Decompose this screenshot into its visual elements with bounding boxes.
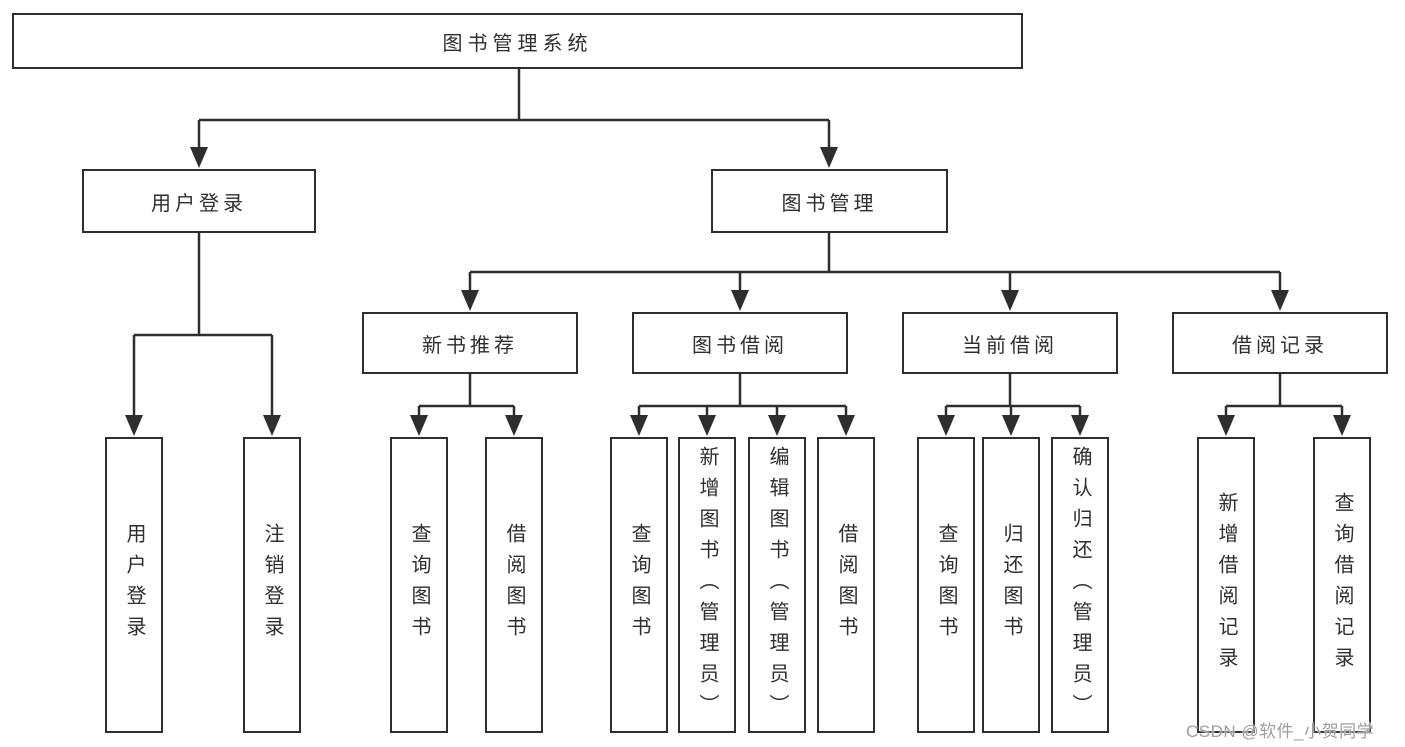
leaf-add-books-admin: 新增图书（管理员） — [678, 437, 736, 733]
node-label: 借阅图书 — [835, 523, 857, 647]
leaf-borrow-books-2: 借阅图书 — [817, 437, 875, 733]
node-current-borrowing: 当前借阅 — [902, 312, 1118, 374]
leaf-query-books-1: 查询图书 — [390, 437, 448, 733]
node-label: 查询图书 — [628, 523, 650, 647]
node-new-book-recommend: 新书推荐 — [362, 312, 578, 374]
node-label: 图书管理系统 — [442, 32, 593, 55]
leaf-logout: 注销登录 — [243, 437, 301, 733]
node-borrowing-records: 借阅记录 — [1172, 312, 1388, 374]
node-label: 注销登录 — [261, 523, 283, 647]
leaf-confirm-return-admin: 确认归还（管理员） — [1051, 437, 1109, 733]
node-label: 图书借阅 — [692, 334, 788, 357]
node-label: 新增图书（管理员） — [696, 445, 718, 725]
node-label: 用户登录 — [151, 192, 247, 215]
node-book-borrowing: 图书借阅 — [632, 312, 848, 374]
node-label: 用户登录 — [123, 523, 145, 647]
node-label: 确认归还（管理员） — [1069, 445, 1091, 725]
node-label: 归还图书 — [1000, 523, 1022, 647]
node-library-management-system: 图书管理系统 — [12, 13, 1023, 69]
leaf-query-borrow-record: 查询借阅记录 — [1313, 437, 1371, 733]
node-label: 查询图书 — [935, 523, 957, 647]
node-label: 当前借阅 — [962, 334, 1058, 357]
leaf-user-login: 用户登录 — [105, 437, 163, 733]
node-label: 查询借阅记录 — [1331, 492, 1353, 678]
node-label: 编辑图书（管理员） — [766, 445, 788, 725]
node-label: 图书管理 — [781, 192, 878, 215]
node-user-login: 用户登录 — [82, 169, 316, 233]
node-label: 借阅记录 — [1232, 334, 1328, 357]
leaf-borrow-books-1: 借阅图书 — [485, 437, 543, 733]
leaf-query-books-2: 查询图书 — [610, 437, 668, 733]
node-label: 借阅图书 — [503, 523, 525, 647]
node-label: 新增借阅记录 — [1215, 492, 1237, 678]
node-label: 查询图书 — [408, 523, 430, 647]
leaf-edit-books-admin: 编辑图书（管理员） — [748, 437, 806, 733]
node-book-management: 图书管理 — [711, 169, 948, 233]
leaf-add-borrow-record: 新增借阅记录 — [1197, 437, 1255, 733]
leaf-query-books-3: 查询图书 — [917, 437, 975, 733]
watermark: CSDN @软件_小贺同学 — [1186, 722, 1375, 741]
node-label: 新书推荐 — [422, 334, 518, 357]
leaf-return-books: 归还图书 — [982, 437, 1040, 733]
